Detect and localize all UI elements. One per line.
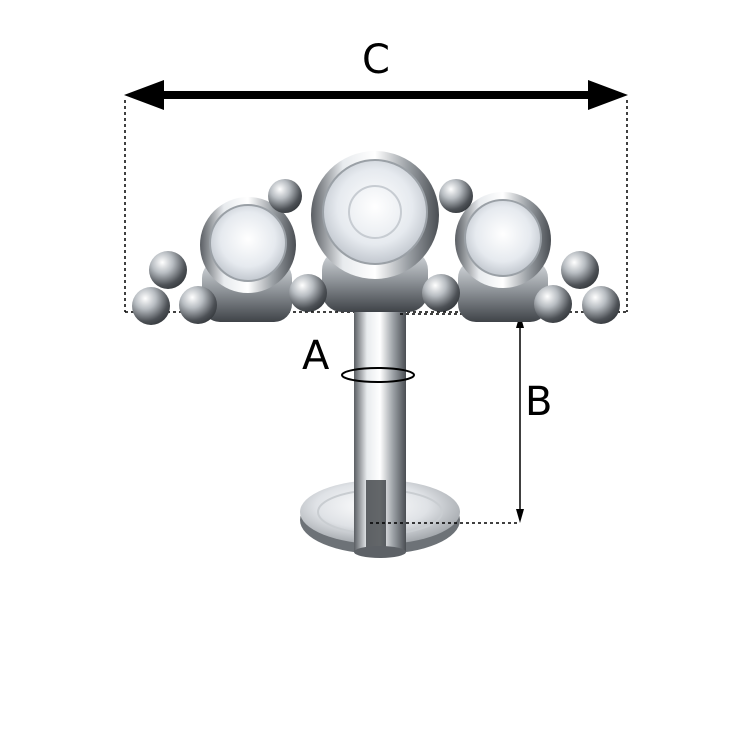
crystal-center [322, 159, 428, 265]
dimension-c [124, 80, 628, 313]
dimension-label-b: B [525, 379, 553, 425]
post [300, 300, 460, 558]
gem-cluster [132, 151, 620, 325]
ring-indicator-icon [341, 367, 415, 383]
bead [582, 286, 620, 324]
bead [534, 285, 572, 323]
dimension-label-a: A [302, 333, 330, 379]
bead [289, 274, 327, 312]
dimension-label-c: C [362, 37, 390, 83]
arrow-left-icon [124, 80, 164, 110]
dimension-b [370, 313, 524, 524]
bead [268, 179, 302, 213]
bead [132, 287, 170, 325]
bead [561, 251, 599, 289]
crystal-left [209, 204, 287, 282]
bead [439, 179, 473, 213]
arrow-down-icon [516, 509, 524, 523]
bead [179, 286, 217, 324]
crystal-right [464, 199, 542, 277]
arrow-right-icon [588, 80, 628, 110]
bead [422, 274, 460, 312]
bead [149, 251, 187, 289]
